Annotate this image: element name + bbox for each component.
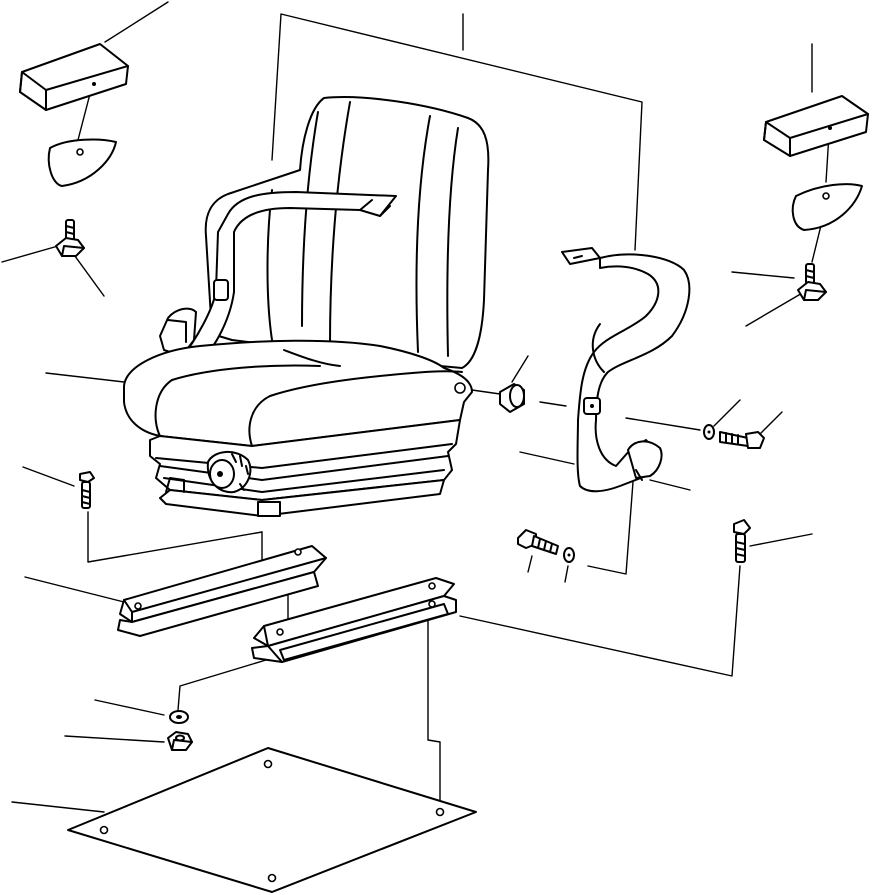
belt-washer bbox=[703, 424, 715, 440]
seat-adjust-knob bbox=[206, 451, 252, 494]
rail-washer bbox=[169, 710, 189, 724]
guide-line bbox=[177, 659, 267, 711]
callout-leader bbox=[731, 271, 795, 279]
anchor-bolt bbox=[517, 529, 559, 555]
anchor-washer bbox=[563, 547, 575, 563]
callout-leader bbox=[94, 699, 165, 716]
armrest-bolt-left bbox=[55, 219, 85, 257]
callout-leader bbox=[104, 1, 169, 43]
callout-leader bbox=[519, 451, 575, 465]
callout-leader bbox=[649, 479, 691, 491]
callout-leader bbox=[24, 576, 125, 603]
seat-belt-left bbox=[179, 191, 397, 363]
seat-base bbox=[159, 479, 445, 517]
callout-leaders bbox=[1, 1, 813, 813]
seat-assembly bbox=[123, 96, 490, 517]
callout-leader bbox=[511, 355, 529, 383]
armrest-pad-right bbox=[763, 95, 869, 157]
armrest-pad-left bbox=[19, 43, 129, 111]
guide-line bbox=[539, 401, 567, 407]
slide-rail-right bbox=[251, 577, 457, 663]
armrest-bolt-right bbox=[797, 263, 827, 301]
floor-plate bbox=[67, 747, 477, 893]
seat-mount-bracket-line bbox=[271, 13, 643, 251]
guide-line bbox=[77, 89, 92, 141]
callout-leader bbox=[45, 372, 125, 383]
seat-belt-anchor-hole bbox=[454, 382, 466, 394]
rail-bolt-right bbox=[733, 519, 751, 563]
belt-bolt bbox=[719, 431, 765, 449]
callout-leader bbox=[713, 399, 741, 427]
rail-bolt-left bbox=[79, 471, 95, 509]
guide-line bbox=[427, 603, 441, 807]
armrest-bracket-left bbox=[47, 138, 117, 187]
callout-leader bbox=[564, 565, 569, 583]
callout-leader bbox=[71, 251, 105, 297]
seat-belt-right bbox=[561, 247, 691, 493]
guide-line bbox=[587, 481, 634, 575]
guide-line bbox=[87, 511, 263, 563]
armrest-bracket-right bbox=[791, 183, 863, 231]
callout-leader bbox=[527, 555, 533, 573]
belt-spacer bbox=[499, 383, 525, 413]
callout-leader bbox=[64, 735, 165, 743]
seat-backrest bbox=[204, 96, 490, 369]
slide-rail-left bbox=[117, 545, 327, 637]
callout-leader bbox=[1, 245, 59, 263]
guide-line bbox=[471, 389, 501, 395]
rail-nut bbox=[167, 731, 193, 751]
callout-leader bbox=[11, 801, 105, 813]
callout-leader bbox=[749, 533, 813, 547]
guide-line bbox=[459, 565, 741, 677]
callout-leader bbox=[22, 466, 75, 487]
guide-line bbox=[625, 417, 701, 431]
callout-leader bbox=[745, 291, 805, 327]
callout-leader bbox=[759, 411, 783, 435]
